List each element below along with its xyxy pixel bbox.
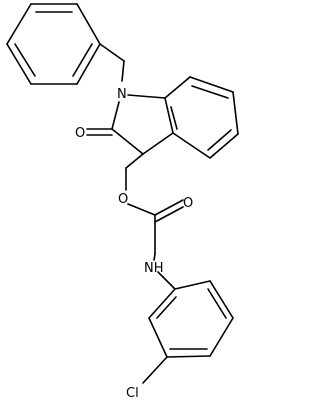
- molecule-svg: N O O O NH Cl: [6, 3, 239, 401]
- bond: [6, 3, 32, 45]
- bond: [76, 3, 101, 45]
- bond: [191, 85, 229, 99]
- bond: [148, 317, 168, 358]
- bond: [154, 199, 184, 216]
- bond: [121, 60, 125, 82]
- bond: [207, 288, 227, 319]
- atom-label-o-ester: O: [118, 192, 128, 207]
- bond: [127, 203, 156, 216]
- bond: [125, 153, 144, 169]
- bond: [14, 43, 36, 77]
- atom-labels: N O O O NH Cl: [75, 87, 193, 401]
- atom-label-n-indole: N: [117, 87, 127, 102]
- bond: [127, 94, 166, 99]
- bond: [157, 271, 176, 290]
- bond: [209, 280, 234, 319]
- bonds: [6, 3, 239, 384]
- atom-label-nh: NH: [144, 261, 164, 276]
- bond: [209, 133, 239, 159]
- bond: [172, 132, 211, 159]
- bond: [111, 128, 144, 155]
- bond: [174, 280, 211, 290]
- bond: [142, 356, 168, 384]
- bond: [148, 288, 176, 319]
- atom-label-o-carbamate: O: [183, 196, 193, 211]
- bond: [232, 91, 239, 135]
- atom-label-o-carbonyl: O: [75, 126, 85, 141]
- bond: [72, 43, 93, 77]
- bond: [189, 76, 234, 93]
- bond: [99, 43, 125, 62]
- atom-label-cl: Cl: [126, 386, 139, 401]
- bond: [153, 253, 156, 261]
- bond: [164, 97, 174, 134]
- bond: [156, 296, 177, 319]
- bond: [207, 129, 232, 151]
- bond: [76, 43, 101, 85]
- molecule-structure: N O O O NH Cl: [6, 3, 239, 401]
- bond: [209, 317, 234, 357]
- bond: [164, 76, 191, 99]
- bond: [170, 106, 178, 130]
- bond: [166, 355, 211, 358]
- bond: [111, 101, 120, 130]
- bond: [6, 43, 32, 85]
- bond: [154, 206, 184, 223]
- bond: [142, 132, 174, 155]
